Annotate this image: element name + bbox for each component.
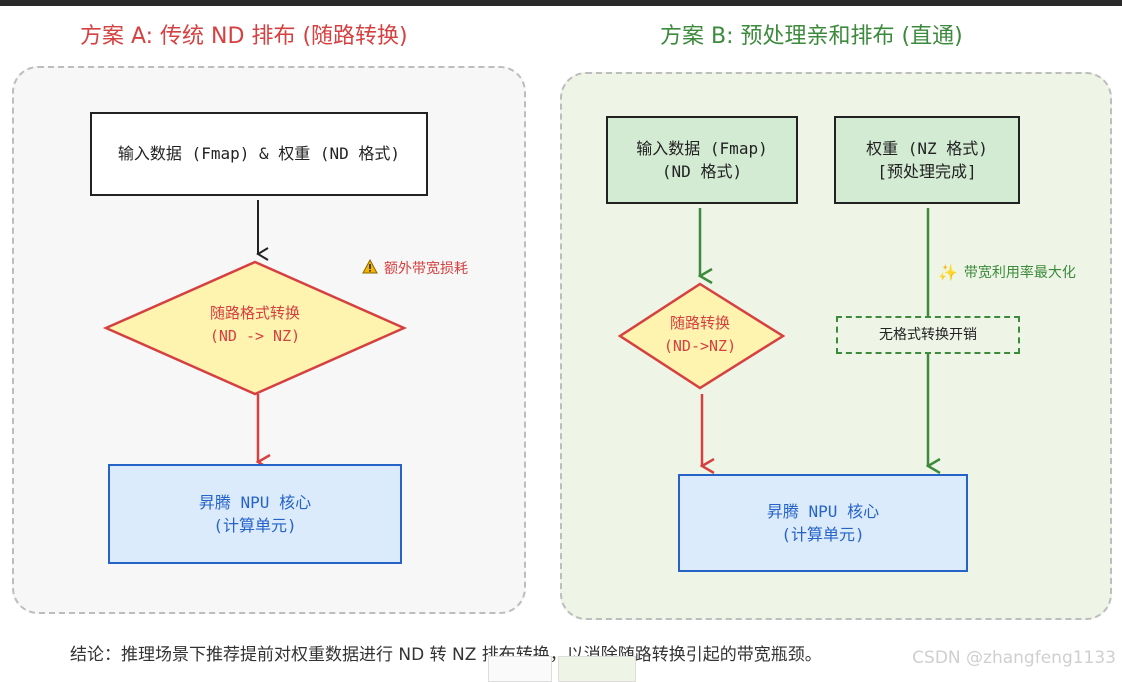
top-strip	[0, 0, 1122, 6]
plan-a-diamond-label: 随路格式转换 (ND -> NZ)	[209, 304, 301, 345]
plan-b-bypass-box: 无格式转换开销	[836, 316, 1020, 354]
warning-icon	[362, 258, 378, 278]
sparkle-icon: ✨	[938, 262, 958, 282]
plan-b-input-box: 输入数据 (Fmap) (ND 格式)	[606, 116, 798, 204]
plan-a-input-box: 输入数据 (Fmap) & 权重 (ND 格式)	[90, 112, 428, 196]
conclusion-text: 结论：推理场景下推荐提前对权重数据进行 ND 转 NZ 排布转换，以消除随路转换…	[70, 645, 822, 665]
watermark: CSDN @zhangfeng1133	[912, 648, 1116, 668]
plan-a-npu-box: 昇腾 NPU 核心 (计算单元)	[108, 464, 402, 564]
warning-note-text: 额外带宽损耗	[384, 261, 468, 277]
plan-b-diamond-label: 随路转换 (ND->NZ)	[663, 314, 737, 355]
sparkle-note-text: 带宽利用率最大化	[963, 265, 1076, 281]
plan-b-format-diamond	[617, 282, 786, 390]
thumbnail-preview-a[interactable]	[488, 656, 552, 682]
plan-b-title: 方案 B: 预处理亲和排布 (直通)	[660, 24, 963, 49]
plan-b-weight-box: 权重 (NZ 格式) [预处理完成]	[834, 116, 1020, 204]
plan-b-npu-box: 昇腾 NPU 核心 (计算单元)	[678, 474, 968, 572]
plan-b-sparkle-note: ✨ 带宽利用率最大化	[938, 262, 1076, 282]
plan-a-title: 方案 A: 传统 ND 排布 (随路转换)	[80, 24, 408, 49]
thumbnail-preview-b[interactable]	[558, 656, 636, 682]
plan-a-warning-note: 额外带宽损耗	[362, 258, 468, 278]
plan-a-format-diamond	[102, 260, 408, 396]
